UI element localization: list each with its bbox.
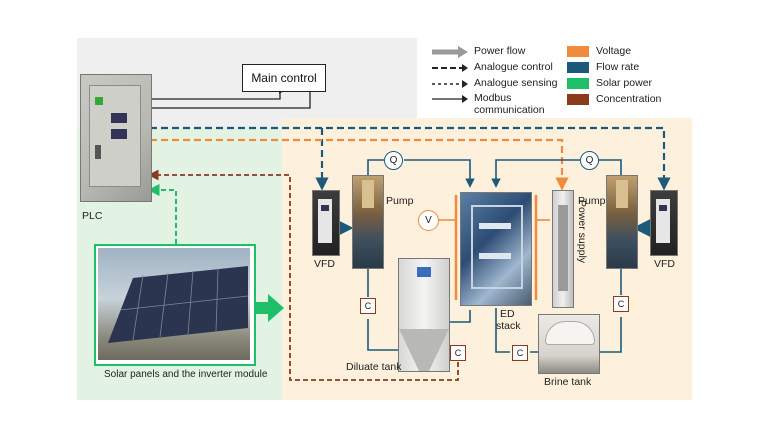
conductivity-sensor-right: C <box>613 296 629 312</box>
vfd-left-photo <box>312 190 340 256</box>
legend-concentration-swatch <box>567 94 589 105</box>
legend-analogue-control: Analogue control <box>474 61 553 73</box>
sensor-c-label: C <box>516 348 524 358</box>
plc-label: PLC <box>82 210 103 222</box>
main-control-label: Main control <box>251 71 317 85</box>
plc-cabinet-photo <box>80 74 152 202</box>
legend-solar-power-swatch <box>567 78 589 89</box>
flow-meter-left-label: Q <box>389 155 398 166</box>
conductivity-sensor-left: C <box>360 298 376 314</box>
legend-flow-rate: Flow rate <box>596 61 640 73</box>
legend-flow-rate-swatch <box>567 62 589 73</box>
legend-solar-power: Solar power <box>596 77 653 89</box>
conductivity-sensor-brine-in: C <box>512 345 528 361</box>
voltmeter: V <box>418 210 439 231</box>
sensor-c-label: C <box>454 348 462 358</box>
pump-right-photo <box>606 175 638 269</box>
legend-communication: communication <box>474 104 545 116</box>
diluate-tank-photo <box>398 258 450 372</box>
sensor-c-label: C <box>617 299 625 309</box>
pump-left-label: Pump <box>386 195 414 207</box>
legend-line-keys <box>432 46 468 103</box>
brine-tank-label: Brine tank <box>544 376 592 388</box>
sensor-c-label: C <box>364 301 372 311</box>
legend-voltage-swatch <box>567 46 589 57</box>
voltmeter-label: V <box>425 215 432 226</box>
ed-stack-photo <box>460 192 532 306</box>
stack-label: stack <box>496 320 521 332</box>
vfd-left-label: VFD <box>314 258 335 270</box>
solar-panels-photo <box>98 248 250 360</box>
legend-voltage: Voltage <box>596 45 632 57</box>
flow-meter-left: Q <box>384 151 403 170</box>
power-supply-photo <box>552 190 574 308</box>
brine-tank-photo <box>538 314 600 374</box>
vfd-right-photo <box>650 190 678 256</box>
main-control-box: Main control <box>242 64 326 92</box>
flow-meter-right: Q <box>580 151 599 170</box>
ed-label: ED <box>500 308 515 320</box>
solar-panels-label: Solar panels and the inverter module <box>104 369 268 380</box>
legend-power-flow: Power flow <box>474 45 526 57</box>
power-supply-label: Power supply <box>576 200 588 264</box>
flow-meter-right-label: Q <box>585 155 594 166</box>
legend-modbus: Modbus <box>474 92 512 104</box>
diluate-tank-label: Diluate tank <box>346 361 402 373</box>
conductivity-sensor-diluate-out: C <box>450 345 466 361</box>
vfd-right-label: VFD <box>654 258 675 270</box>
legend-analogue-sensing: Analogue sensing <box>474 77 558 89</box>
legend-concentration: Concentration <box>596 93 662 105</box>
pump-right-label: Pump <box>578 195 606 207</box>
pump-left-photo <box>352 175 384 269</box>
